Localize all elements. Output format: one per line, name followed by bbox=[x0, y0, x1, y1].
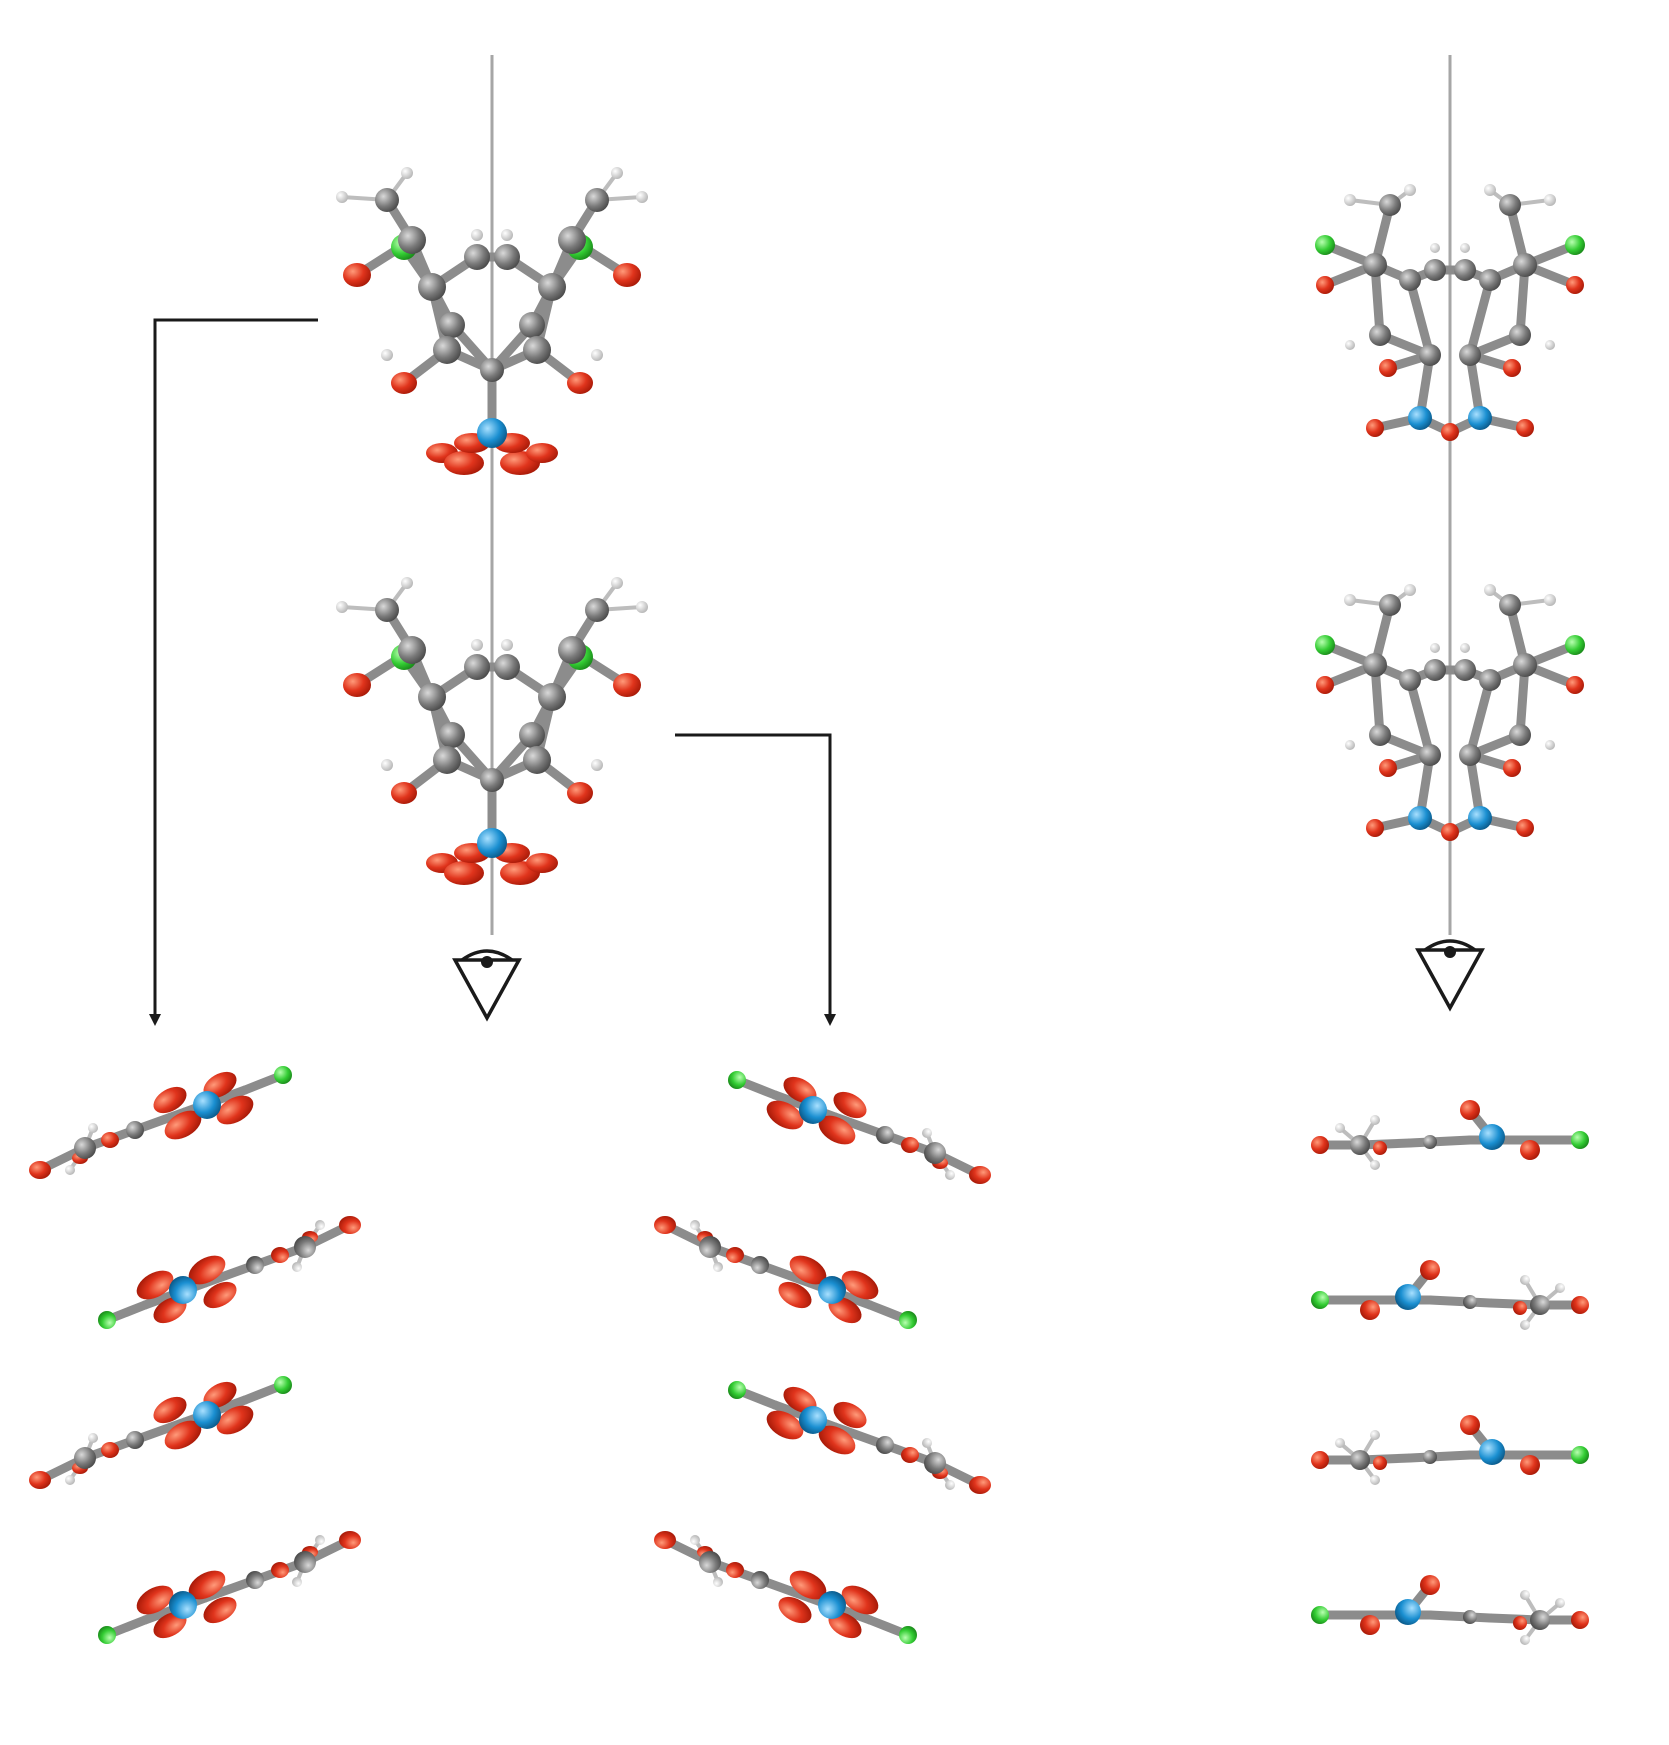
right-side-molecule-3 bbox=[1311, 1415, 1589, 1485]
middle-side-molecule-1 bbox=[728, 1071, 991, 1184]
right-side-molecule-2 bbox=[1311, 1260, 1589, 1330]
left-side-molecule-3 bbox=[29, 1376, 292, 1489]
right-eye-icon bbox=[1415, 939, 1485, 1012]
middle-side-molecule-2 bbox=[654, 1216, 917, 1329]
middle-side-molecule-3 bbox=[728, 1381, 991, 1494]
left-side-stack bbox=[29, 1066, 361, 1644]
right-projection-arrow bbox=[675, 733, 836, 1026]
middle-side-stack bbox=[654, 1071, 991, 1644]
right-side-molecule-1 bbox=[1311, 1100, 1589, 1170]
right-side-stack bbox=[1311, 1100, 1589, 1645]
left-side-molecule-2 bbox=[98, 1216, 361, 1329]
left-eye-icon bbox=[452, 949, 522, 1022]
right-side-molecule-4 bbox=[1311, 1575, 1589, 1645]
left-projection-arrow bbox=[149, 318, 318, 1026]
left-side-molecule-4 bbox=[98, 1531, 361, 1644]
middle-side-molecule-4 bbox=[654, 1531, 917, 1644]
left-side-molecule-1 bbox=[29, 1066, 292, 1179]
